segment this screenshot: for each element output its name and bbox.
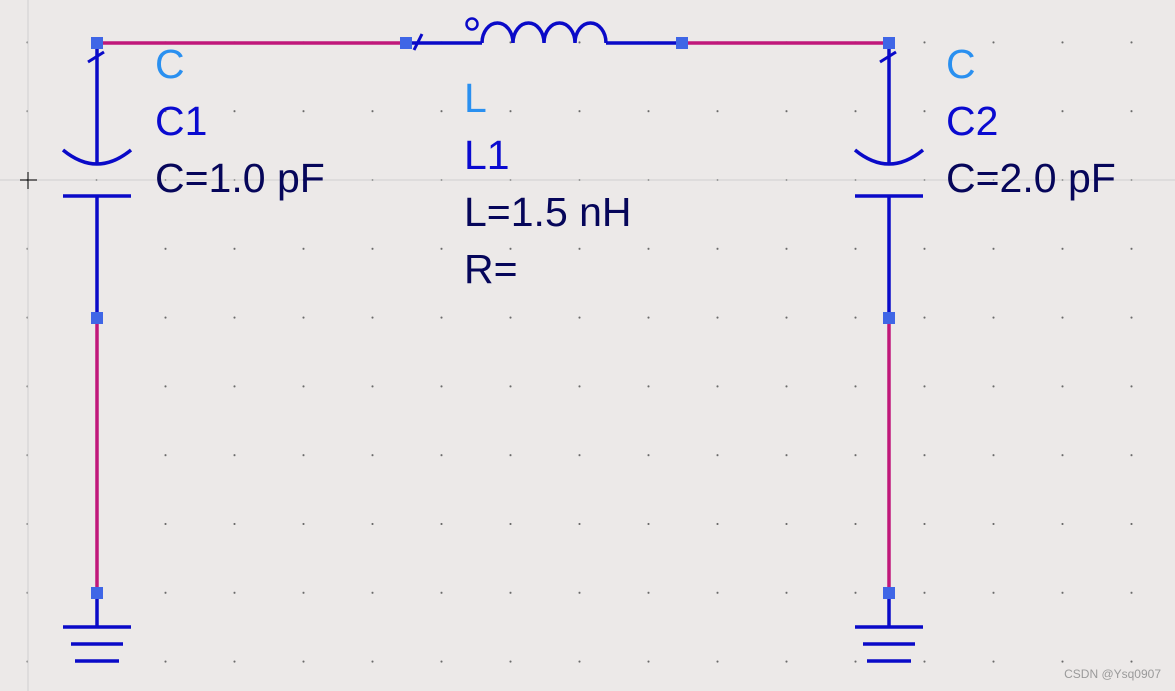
pin-ground-left[interactable] [91, 587, 103, 599]
ground-left-symbol[interactable] [63, 593, 131, 663]
pin-c1-bottom[interactable] [91, 312, 103, 324]
capacitor-c1-symbol[interactable] [61, 43, 133, 318]
inductor-l1-symbol[interactable] [406, 17, 682, 51]
c2-instance-label: C2 [946, 98, 999, 144]
l1-inductance-label: L=1.5 nH [464, 189, 632, 235]
l1-type-label: L [464, 75, 487, 121]
ground-right-symbol[interactable] [855, 593, 923, 663]
watermark: CSDN @Ysq0907 [1064, 667, 1161, 681]
c1-type-label: C [155, 41, 185, 87]
c1-capacitance-label: C=1.0 pF [155, 155, 325, 201]
pins [91, 37, 895, 599]
l1-instance-label: L1 [464, 132, 510, 178]
pin-c2-top[interactable] [883, 37, 895, 49]
wires [95, 41, 891, 593]
capacitor-c2-symbol[interactable] [853, 43, 925, 318]
crosshair-cursor-icon [20, 172, 37, 189]
c2-type-label: C [946, 41, 976, 87]
l1-resistance-label: R= [464, 246, 518, 292]
pin-c1-top[interactable] [91, 37, 103, 49]
c1-instance-label: C1 [155, 98, 208, 144]
pin-l1-left[interactable] [400, 37, 412, 49]
pin-l1-right[interactable] [676, 37, 688, 49]
pin-c2-bottom[interactable] [883, 312, 895, 324]
c2-capacitance-label: C=2.0 pF [946, 155, 1116, 201]
pin-ground-right[interactable] [883, 587, 895, 599]
